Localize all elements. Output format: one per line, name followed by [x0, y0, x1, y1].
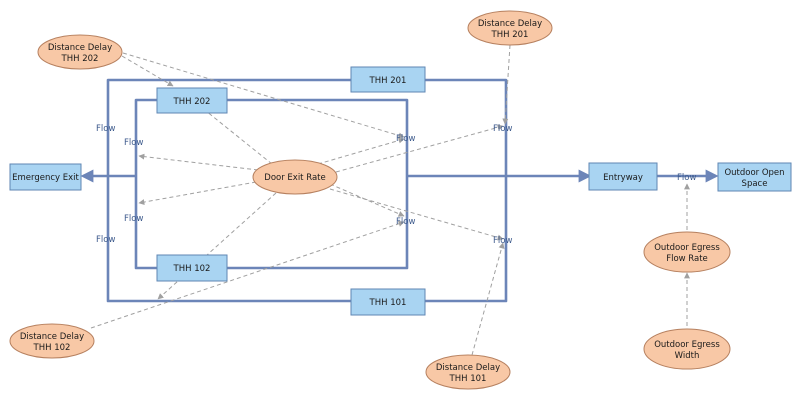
variable-distance-delay-thh-101[interactable]: Distance Delay THH 101: [425, 354, 511, 390]
variable-label-line-1: Distance Delay: [436, 363, 500, 373]
stock-label: THH 201: [369, 76, 407, 86]
flow-pipe-thh101-to-entryway: [425, 176, 508, 303]
variable-label-line-2: Flow Rate: [666, 254, 708, 264]
flow-labels: Flow Flow Flow Flow Flow Flow Flow Flow …: [96, 124, 696, 246]
link-delay102-to-right: [90, 220, 405, 329]
influence-links: [90, 44, 690, 356]
stock-label: Emergency Exit: [12, 173, 79, 183]
flow-label-outer-left-bottom: Flow: [96, 235, 115, 245]
variable-outdoor-egress-width[interactable]: Outdoor Egress Width: [643, 328, 731, 370]
variable-label-line-2: THH 202: [61, 54, 99, 64]
variable-distance-delay-thh-102[interactable]: Distance Delay THH 102: [9, 323, 95, 359]
variable-label-line-1: Distance Delay: [478, 19, 542, 29]
link-delay101-to-right: [471, 242, 505, 356]
flow-label-inner-right-top: Flow: [396, 134, 415, 144]
variable-distance-delay-thh-202[interactable]: Distance Delay THH 202: [37, 34, 123, 70]
flow-label-inner-left-bottom: Flow: [124, 214, 143, 224]
stock-label: THH 102: [173, 264, 211, 274]
flow-label-inner-right-bottom: Flow: [396, 217, 415, 227]
link-delay201-to-right: [502, 44, 511, 125]
stock-label: THH 202: [173, 97, 211, 107]
link-delay202-to-thh202: [121, 55, 174, 87]
variable-label-line-1: Distance Delay: [48, 43, 112, 53]
link-rate-to-left-upper: [138, 153, 259, 171]
link-rate-to-right-upper: [317, 137, 405, 165]
stock-label: THH 101: [369, 298, 407, 308]
flow-pipe-thh201-to-emergency: [106, 78, 351, 176]
flow-pipe-thh102-to-emergency: [134, 176, 157, 270]
flow-pipe-thh202-to-emergency: [134, 98, 157, 176]
variable-label-line-1: Distance Delay: [20, 332, 84, 342]
variable-label-line-1: Outdoor Egress: [654, 243, 720, 253]
stock-thh-102[interactable]: THH 102: [156, 254, 228, 282]
link-rate-to-left-mid: [138, 181, 257, 205]
link-rate-to-right-far-upper: [335, 124, 504, 173]
variable-distance-delay-thh-201[interactable]: Distance Delay THH 201: [467, 10, 553, 46]
link-rate-to-thh102: [157, 192, 277, 300]
flow-pipe-thh201-to-entryway: [425, 78, 508, 176]
variable-label-line-2: THH 201: [491, 30, 529, 40]
link-rate-to-thh202: [205, 110, 273, 165]
variable-label: Door Exit Rate: [264, 173, 325, 183]
stock-thh-202[interactable]: THH 202: [156, 87, 228, 114]
stock-label-line-1: Outdoor Open: [724, 168, 784, 178]
flow-label-outer-right-top: Flow: [493, 124, 512, 134]
flow-label-outdoor: Flow: [677, 173, 696, 183]
flow-label-inner-left-top: Flow: [124, 138, 143, 148]
variable-outdoor-egress-flow-rate[interactable]: Outdoor Egress Flow Rate: [643, 231, 731, 273]
flow-label-outer-left-top: Flow: [96, 124, 115, 134]
stock-thh-101[interactable]: THH 101: [350, 288, 426, 316]
stock-label: Entryway: [603, 173, 643, 183]
variable-door-exit-rate[interactable]: Door Exit Rate: [252, 159, 338, 195]
stock-emergency-exit[interactable]: Emergency Exit: [9, 163, 82, 191]
flow-pipe-thh202-to-entryway: [227, 98, 409, 176]
stock-entryway[interactable]: Entryway: [588, 162, 658, 191]
flow-pipes: [80, 78, 719, 303]
stock-thh-201[interactable]: THH 201: [350, 66, 426, 93]
stock-label-line-2: Space: [742, 179, 768, 189]
flow-pipe-thh101-to-emergency: [106, 176, 351, 303]
flow-label-outer-right-bottom: Flow: [493, 236, 512, 246]
variable-label-line-2: Width: [675, 351, 700, 361]
flow-pipe-thh102-to-entryway: [227, 176, 409, 270]
stock-outdoor-open-space[interactable]: Outdoor Open Space: [717, 162, 792, 192]
variable-label-line-2: THH 102: [33, 343, 71, 353]
link-rate-to-right-far-lower: [329, 188, 504, 241]
variable-label-line-2: THH 101: [449, 374, 487, 384]
variable-label-line-1: Outdoor Egress: [654, 340, 720, 350]
